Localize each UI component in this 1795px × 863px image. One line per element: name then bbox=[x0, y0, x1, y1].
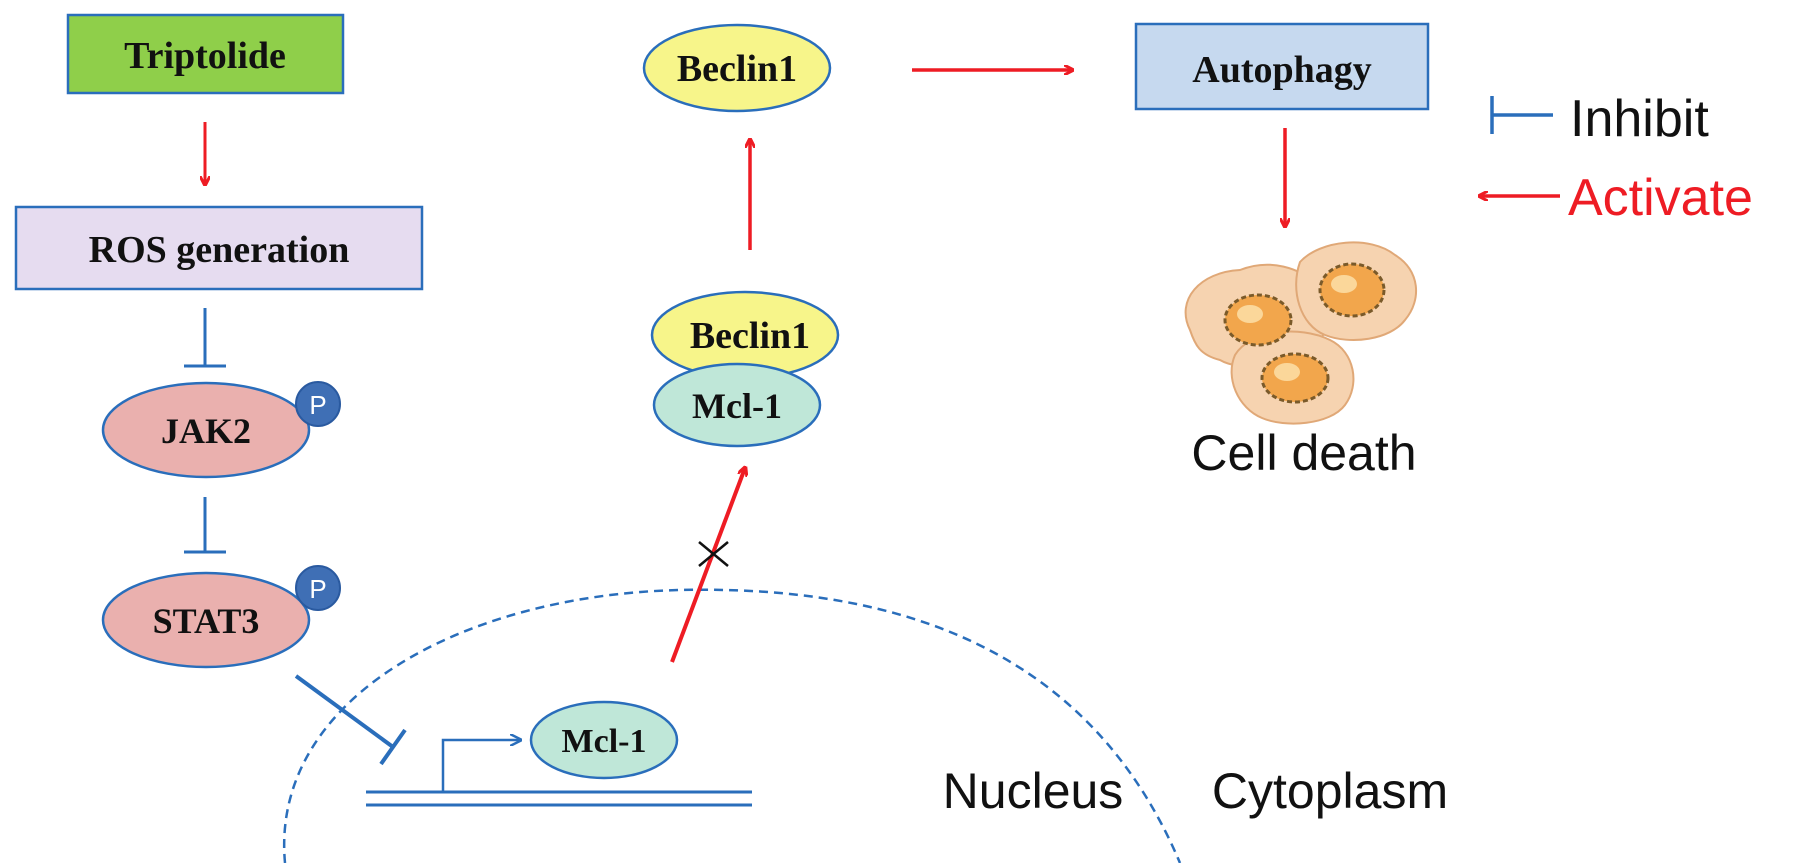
legend-inhibit-symbol bbox=[1490, 96, 1553, 134]
arrow-mcl1-export bbox=[670, 468, 745, 663]
cytoplasm-label: Cytoplasm bbox=[1212, 763, 1448, 819]
triptolide-label: Triptolide bbox=[124, 35, 286, 77]
blocked-cross-mark bbox=[698, 541, 729, 567]
nucleus-membrane bbox=[282, 588, 1182, 863]
beclin1-free-node: Beclin1 bbox=[642, 23, 832, 113]
mcl1-nuclear-label: Mcl-1 bbox=[562, 723, 647, 760]
legend-inhibit-label: Inhibit bbox=[1570, 90, 1709, 148]
dying-cells-illustration bbox=[1184, 241, 1418, 425]
stat3-phospho-label: P bbox=[309, 574, 326, 604]
mcl1-nuclear-node: Mcl-1 bbox=[529, 700, 679, 780]
autophagy-node: Autophagy bbox=[1134, 22, 1430, 111]
jak2-node: JAK2 bbox=[101, 381, 311, 479]
legend-activate-label: Activate bbox=[1568, 169, 1753, 227]
stat3-label: STAT3 bbox=[153, 601, 260, 641]
inhibit-stat3-to-mcl1-transcription bbox=[294, 674, 407, 766]
stat3-node: STAT3 bbox=[101, 571, 311, 669]
jak2-phospho-label: P bbox=[309, 390, 326, 420]
jak2-phospho-badge: P bbox=[295, 381, 341, 427]
nucleus-label: Nucleus bbox=[943, 763, 1124, 819]
beclin1-complex-label: Beclin1 bbox=[690, 315, 810, 357]
mcl1-complex-label: Mcl-1 bbox=[692, 386, 782, 426]
jak2-label: JAK2 bbox=[161, 411, 251, 451]
inhibit-ros-to-jak2 bbox=[184, 308, 226, 368]
inhibit-jak2-to-stat3 bbox=[184, 497, 226, 554]
legend: Inhibit Activate bbox=[1480, 90, 1753, 227]
beclin1-free-label: Beclin1 bbox=[677, 48, 797, 90]
transcription-start-arrow bbox=[441, 740, 520, 792]
stat3-phospho-badge: P bbox=[295, 565, 341, 611]
ros-generation-label: ROS generation bbox=[89, 229, 350, 271]
triptolide-node: Triptolide bbox=[66, 13, 345, 95]
ros-generation-node: ROS generation bbox=[14, 205, 424, 291]
beclin1-mcl1-complex: Beclin1 Mcl-1 bbox=[650, 290, 840, 448]
autophagy-label: Autophagy bbox=[1192, 49, 1372, 91]
cell-death-label: Cell death bbox=[1191, 425, 1416, 481]
